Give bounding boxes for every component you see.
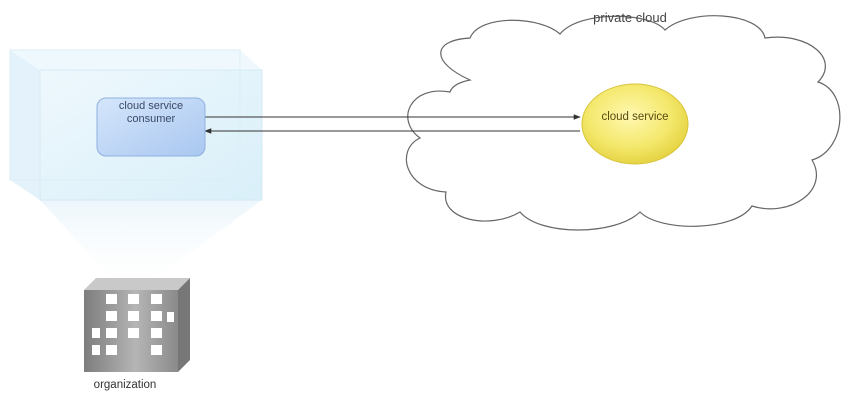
organization-boundary	[9, 49, 263, 201]
organization-projection-beam	[40, 200, 262, 290]
organization-building-icon	[84, 278, 190, 372]
organization-label: organization	[93, 379, 157, 391]
cloud-service-label: cloud service	[601, 111, 669, 123]
cloud-service-consumer[interactable]	[96, 97, 206, 157]
private-cloud-label: private cloud	[593, 10, 667, 25]
cloud-service-consumer-label: cloud service consumer	[118, 100, 184, 125]
cloud-service[interactable]	[581, 83, 689, 165]
